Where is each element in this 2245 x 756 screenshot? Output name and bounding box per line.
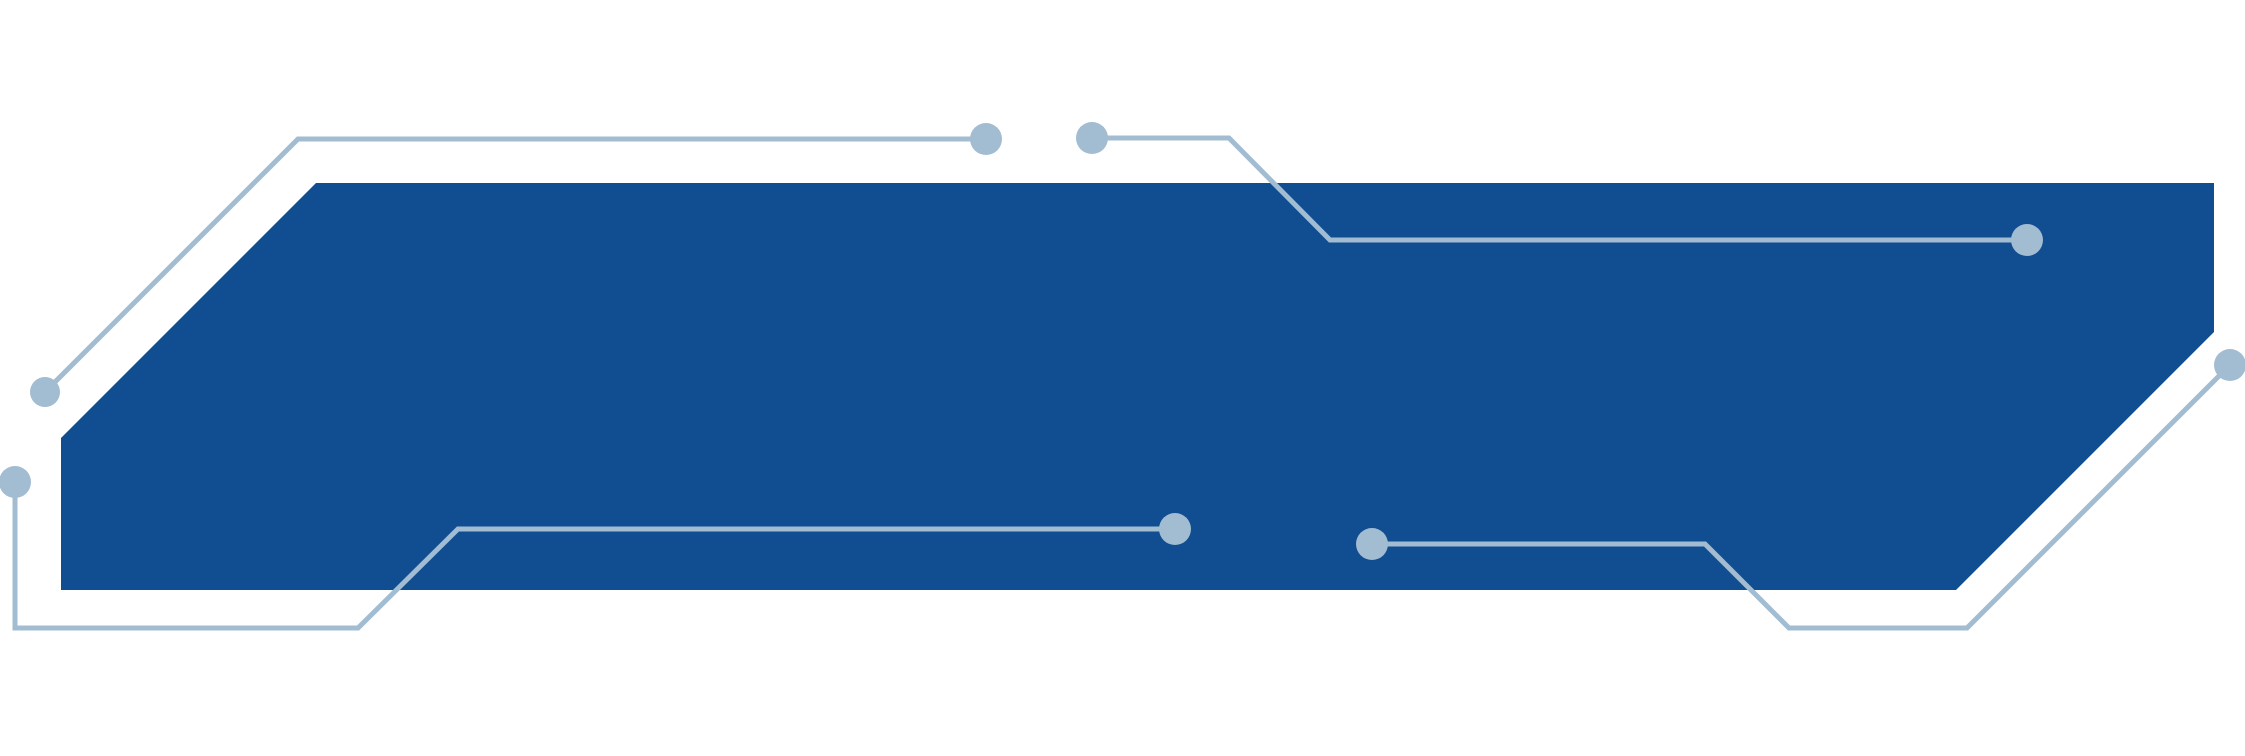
trace-line bbox=[43, 136, 986, 394]
circuit-trace-top-left bbox=[30, 123, 1002, 407]
trace-node bbox=[0, 466, 31, 498]
trace-node bbox=[1076, 122, 1108, 154]
trace-node bbox=[2214, 349, 2245, 381]
trace-line bbox=[1092, 135, 2027, 243]
trace-node bbox=[30, 377, 60, 407]
trace-node bbox=[1356, 528, 1388, 560]
banner-panel bbox=[61, 183, 2214, 590]
circuit-trace-right-edge bbox=[1356, 349, 2245, 631]
trace-line bbox=[12, 482, 1175, 631]
trace-node bbox=[970, 123, 1002, 155]
trace-node bbox=[1159, 513, 1191, 545]
circuit-trace-bottom-left bbox=[0, 466, 1191, 631]
trace-line bbox=[1372, 363, 2232, 631]
circuit-trace-top-right bbox=[1076, 122, 2043, 256]
trace-node bbox=[2011, 224, 2043, 256]
